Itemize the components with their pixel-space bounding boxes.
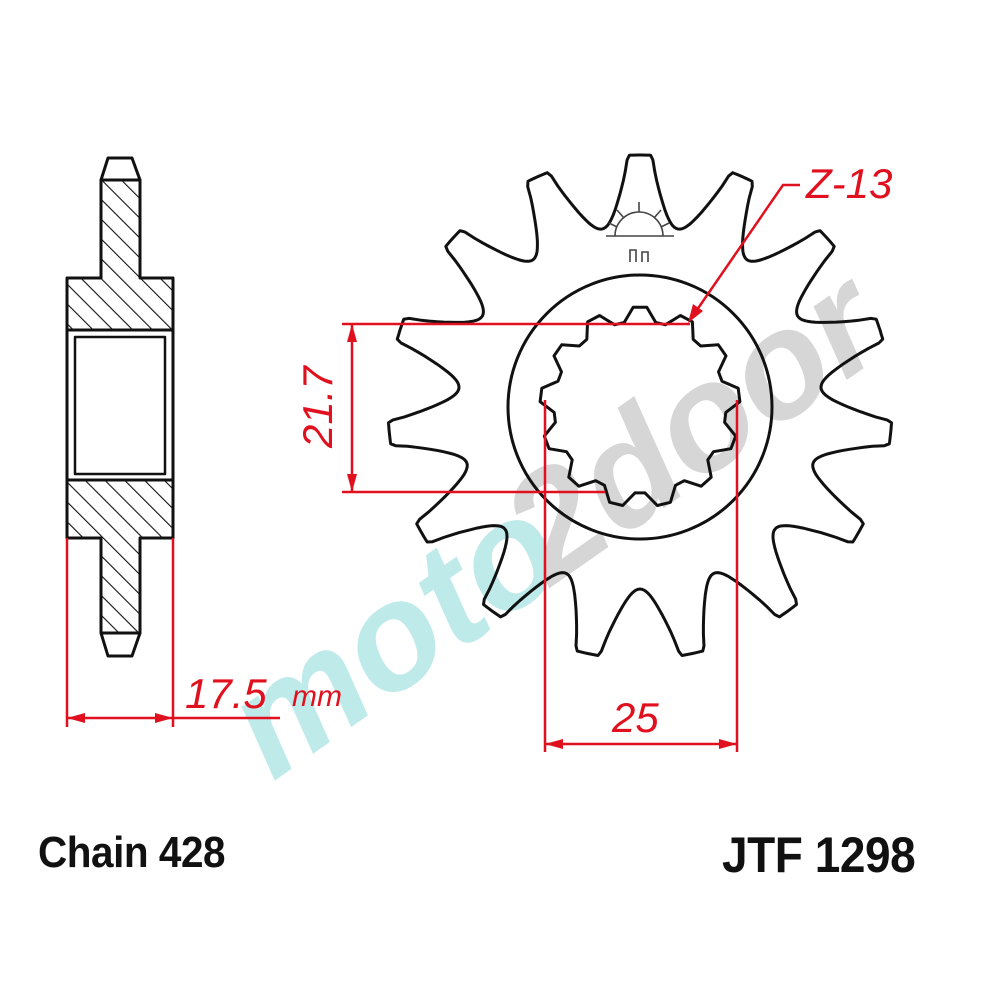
side-section-view	[65, 156, 175, 658]
sprocket-front-view	[387, 153, 893, 657]
teeth-count-leader	[688, 183, 800, 323]
thickness-dimension	[65, 538, 280, 727]
thickness-unit: mm	[292, 680, 342, 713]
spline-bore-profile	[538, 305, 742, 507]
top-hatched-section	[65, 178, 175, 332]
spline-width-dimension	[543, 400, 739, 752]
hub-circle	[506, 273, 774, 541]
bore-inner	[73, 335, 167, 476]
part-number-label: JTF 1298	[722, 827, 916, 883]
top-tooth-tip	[99, 156, 142, 182]
watermark: moto 2door	[195, 232, 917, 808]
sun-logo-icon	[606, 202, 674, 262]
spline-height-dimension	[342, 322, 690, 494]
teeth-count-label: Z-13	[805, 160, 892, 207]
bottom-hatched-section	[65, 478, 175, 635]
spline-width-value: 25	[611, 694, 659, 741]
bore-section	[65, 328, 175, 482]
outer-teeth-profile	[387, 153, 893, 657]
chain-size-label: Chain 428	[38, 828, 226, 877]
thickness-value: 17.5	[185, 670, 267, 717]
watermark-2door: 2door	[471, 232, 917, 615]
spline-height-value: 21.7	[294, 365, 341, 449]
bottom-tooth-tip	[99, 631, 142, 658]
